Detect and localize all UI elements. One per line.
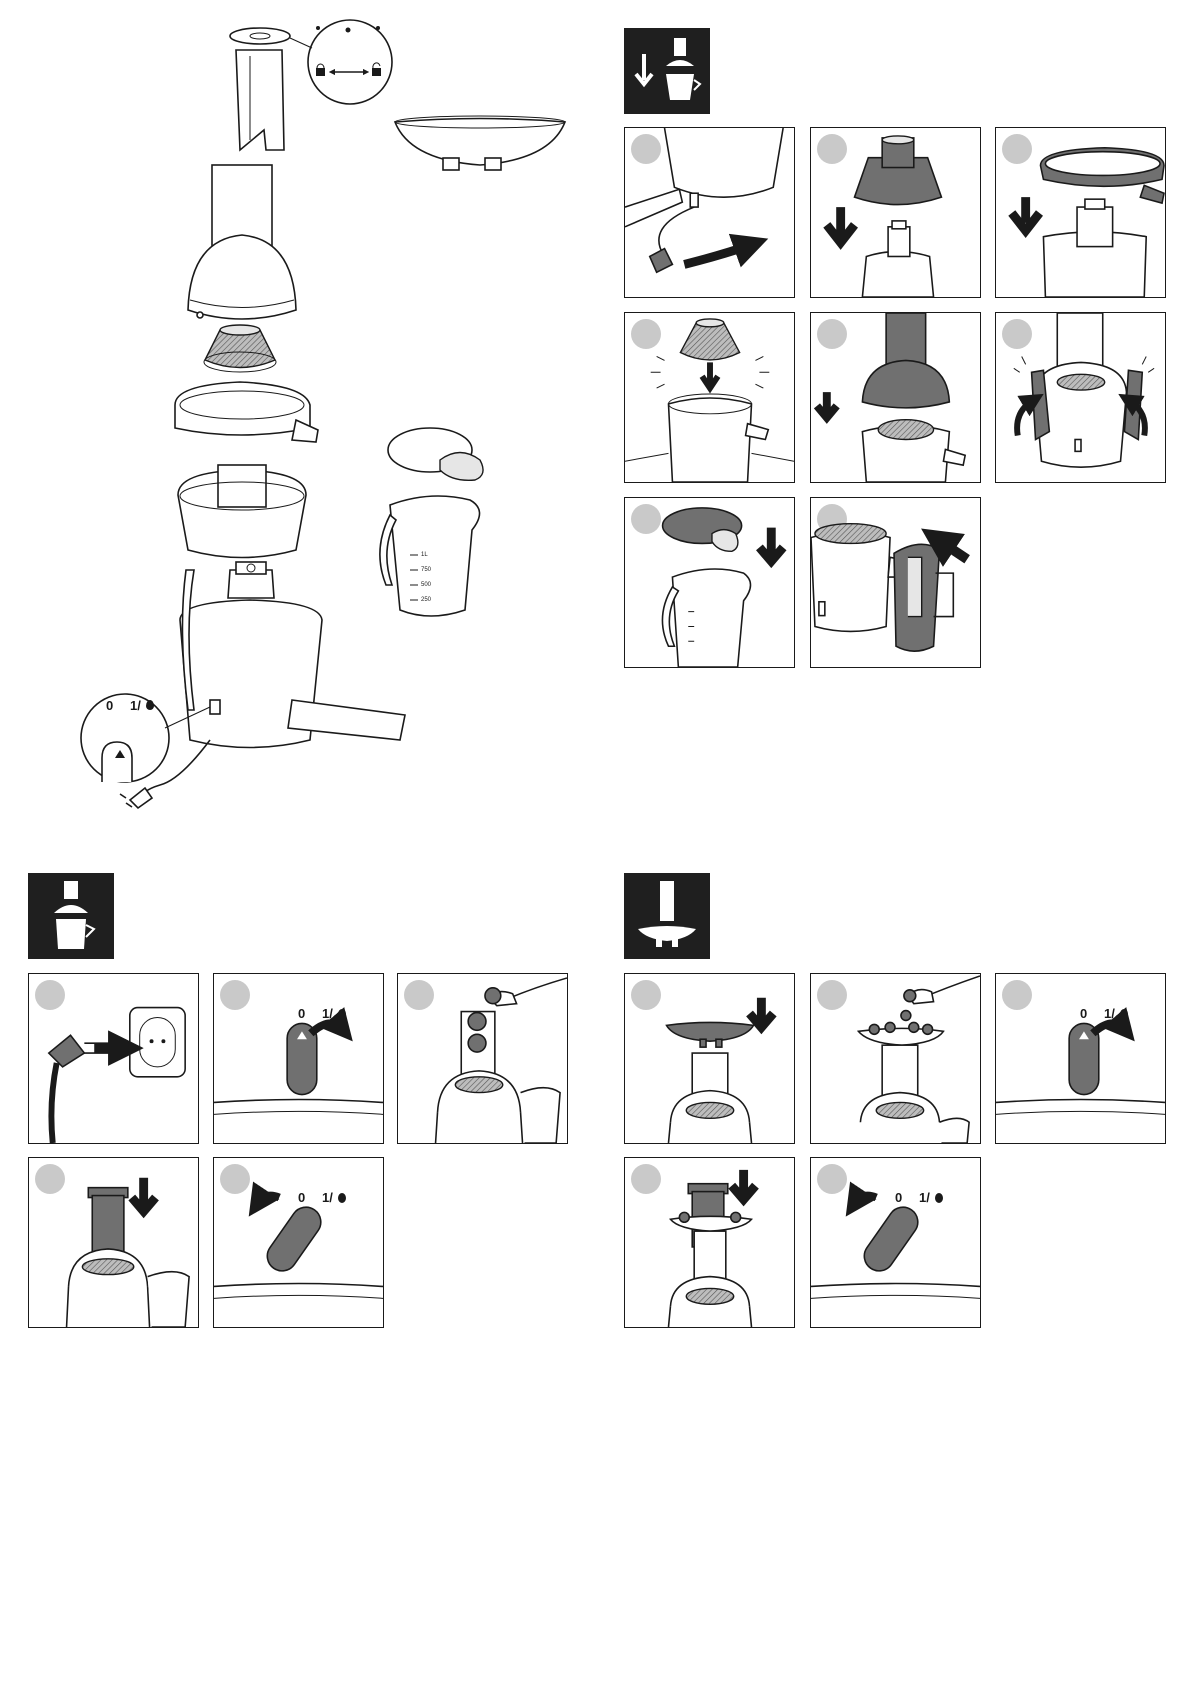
assembly-step-5	[810, 312, 981, 483]
tray-section-icon	[624, 873, 710, 959]
juicing-step-4	[28, 1157, 199, 1328]
tray-step-1	[624, 973, 795, 1144]
assembly-step-1	[624, 127, 795, 298]
droplet-icon	[1120, 1009, 1128, 1019]
droplet-icon	[338, 1193, 346, 1203]
switch-off-label: 0	[1080, 1006, 1087, 1021]
jug-mark: 250	[421, 593, 431, 608]
juicing-step-5: 0 1/	[213, 1157, 384, 1328]
droplet-icon	[146, 700, 154, 710]
exploded-switch-on-label: 1/	[130, 698, 141, 713]
juicing-step-2: 0 1/	[213, 973, 384, 1144]
assembly-section-icon	[624, 28, 710, 114]
switch-off-label: 0	[895, 1190, 902, 1205]
assembly-step-2	[810, 127, 981, 298]
jug-mark: 750	[421, 563, 431, 578]
tray-step-2	[810, 973, 981, 1144]
exploded-switch-off-label: 0	[106, 698, 113, 713]
tray-step-4	[624, 1157, 795, 1328]
tray-step-3: 0 1/	[995, 973, 1166, 1144]
exploded-view: 0 1/ 1L 750 500 250	[60, 10, 580, 830]
droplet-icon	[338, 1009, 346, 1019]
switch-off-label: 0	[298, 1006, 305, 1021]
assembly-step-3	[995, 127, 1166, 298]
jug-mark: 500	[421, 578, 431, 593]
assembly-step-4	[624, 312, 795, 483]
assembly-step-8	[810, 497, 981, 668]
juicing-step-3	[397, 973, 568, 1144]
switch-on-label: 1/	[322, 1190, 333, 1205]
switch-on-label: 1/	[1104, 1006, 1115, 1021]
switch-on-label: 1/	[322, 1006, 333, 1021]
switch-on-label: 1/	[919, 1190, 930, 1205]
jug-mark: 1L	[421, 548, 431, 563]
jug-scale: 1L 750 500 250	[421, 548, 431, 608]
assembly-step-7	[624, 497, 795, 668]
juicing-step-1	[28, 973, 199, 1144]
juicing-section-icon	[28, 873, 114, 959]
tray-step-5: 0 1/	[810, 1157, 981, 1328]
switch-off-label: 0	[298, 1190, 305, 1205]
droplet-icon	[935, 1193, 943, 1203]
assembly-step-6	[995, 312, 1166, 483]
